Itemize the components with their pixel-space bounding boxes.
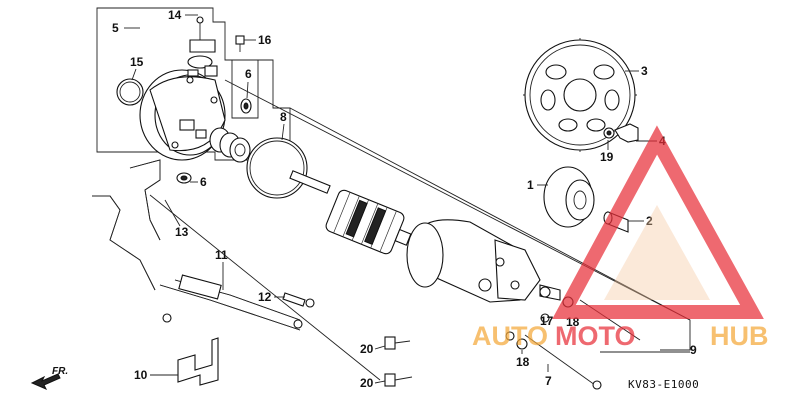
diagram-code: KV83-E1000 (628, 378, 699, 391)
gear-1 (543, 166, 595, 228)
motor-yoke (406, 219, 561, 303)
front-direction-label: FR. (52, 366, 68, 377)
label-19: 19 (600, 150, 614, 164)
label-10: 10 (134, 368, 148, 382)
label-7: 7 (545, 374, 552, 388)
watermark-logo: AUTO MOTO HUB (472, 125, 769, 351)
armature (289, 170, 412, 255)
label-18-left: 18 (516, 355, 530, 369)
bolt-20-lower (384, 373, 413, 387)
lock-plate-4 (614, 123, 639, 143)
label-6-lower: 6 (200, 175, 207, 189)
watermark-text-auto: AUTO (472, 321, 548, 351)
label-12: 12 (258, 290, 272, 304)
cable-13 (92, 159, 172, 323)
bracket-10 (177, 337, 219, 386)
label-20-upper: 20 (360, 342, 374, 356)
label-14: 14 (168, 8, 182, 22)
label-15: 15 (130, 55, 144, 69)
sprocket-3 (522, 37, 638, 153)
label-3: 3 (641, 64, 648, 78)
bolt-16 (235, 35, 245, 52)
starter-rear-cover (139, 69, 226, 161)
terminal-12 (282, 292, 315, 329)
watermark-text-hub: HUB (710, 321, 769, 351)
label-9: 9 (690, 343, 697, 357)
seal-6-lower (176, 172, 192, 184)
label-16: 16 (258, 33, 272, 47)
bolt-20-upper (384, 336, 411, 350)
leader-frame-9 (149, 79, 691, 381)
group-frame-6 (231, 59, 259, 119)
watermark-text-moto: MOTO (555, 321, 636, 351)
label-2: 2 (646, 214, 653, 228)
label-11: 11 (215, 248, 228, 262)
group-frame-5 (96, 7, 291, 161)
label-6-upper: 6 (245, 67, 252, 81)
callout-labels: 14 5 16 15 6 8 6 3 4 19 1 2 13 11 12 10 … (112, 8, 697, 390)
washer-stack (209, 127, 251, 163)
label-8: 8 (280, 110, 287, 124)
outline-line (289, 107, 691, 321)
label-13: 13 (175, 225, 189, 239)
brush-holder (187, 16, 218, 77)
label-1: 1 (527, 178, 534, 192)
front-direction-arrow (30, 373, 61, 390)
label-20-lower: 20 (360, 376, 374, 390)
bolt-7 (524, 334, 602, 390)
label-5: 5 (112, 21, 119, 35)
label-17: 17 (540, 314, 554, 328)
bolt-19 (603, 127, 615, 139)
seal-6-upper (240, 98, 252, 114)
o-ring-15 (116, 78, 144, 106)
o-ring-8 (246, 137, 308, 199)
cable-11 (159, 274, 301, 331)
